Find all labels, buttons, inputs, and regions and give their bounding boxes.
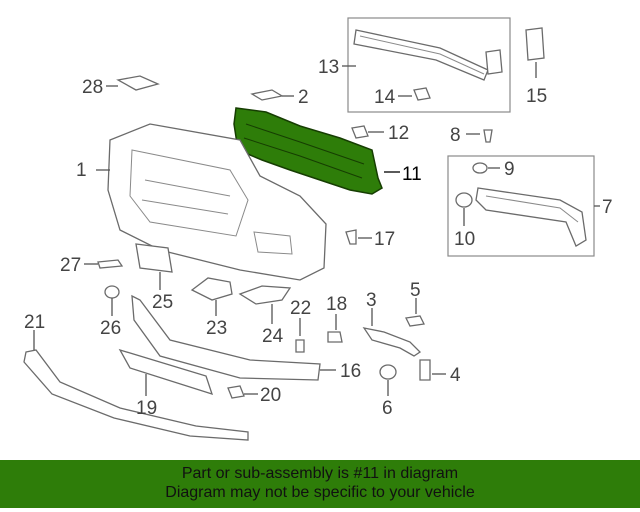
callout-8: 8 — [450, 125, 461, 146]
pin-8-part — [483, 129, 493, 143]
callout-10: 10 — [454, 229, 475, 250]
callout-24: 24 — [262, 326, 284, 347]
energy-absorber-11-highlighted — [233, 107, 400, 195]
bolt-14-part — [413, 87, 431, 101]
callout-16: 16 — [340, 361, 361, 382]
clip-15-part — [525, 27, 545, 61]
fog-bezel-24-part — [238, 285, 292, 305]
callout-3: 3 — [366, 290, 377, 311]
callout-9: 9 — [504, 159, 515, 180]
callout-13: 13 — [318, 57, 339, 78]
push-pin-17-part — [345, 229, 357, 245]
callout-20: 20 — [260, 385, 281, 406]
callout-28: 28 — [82, 77, 103, 98]
callout-21: 21 — [24, 312, 45, 333]
clip-26-part — [104, 285, 120, 299]
lower-deflector-16-part — [131, 294, 321, 381]
part-notice-banner: Part or sub-assembly is #11 in diagram D… — [0, 460, 640, 508]
clip-22-part — [295, 339, 305, 353]
banner-line-part-number: Part or sub-assembly is #11 in diagram — [181, 465, 459, 482]
emblem-28-part — [116, 75, 160, 91]
nut-10-part — [455, 192, 473, 208]
screw-27-part — [97, 259, 124, 269]
lower-molding-21-part — [23, 349, 249, 441]
callout-12: 12 — [388, 123, 409, 144]
callout-25: 25 — [152, 292, 173, 313]
grille-19-part — [118, 348, 214, 396]
exploded-parts-diagram: 1 2 3 4 5 6 7 8 9 10 11 12 13 14 15 16 1… — [23, 17, 613, 441]
lower-bracket-group — [447, 155, 600, 257]
bumper-fascia-group — [96, 123, 327, 281]
callout-5: 5 — [410, 280, 421, 301]
license-bracket-25-part — [135, 243, 173, 273]
callout-27: 27 — [60, 255, 81, 276]
bolt-4-part — [419, 359, 431, 381]
callout-2: 2 — [298, 87, 309, 108]
clip-18-part — [327, 331, 343, 343]
clip-20-part — [227, 385, 245, 399]
upper-reinforcement-group — [342, 17, 545, 113]
group-box-13 — [347, 17, 511, 113]
lower-bracket-part — [475, 187, 587, 247]
bracket-part — [485, 49, 503, 75]
upper-reinforcement-bar — [353, 29, 489, 81]
callout-11-highlighted: 11 — [402, 164, 422, 185]
fog-bezel-23-part — [190, 277, 233, 301]
badge-2-part — [250, 89, 284, 101]
callout-23: 23 — [206, 318, 227, 339]
bumper-fascia-part — [107, 123, 327, 281]
callout-6: 6 — [382, 398, 393, 419]
nut-6-part — [379, 364, 397, 380]
retainer-5-part — [405, 315, 425, 327]
callout-17: 17 — [374, 229, 395, 250]
bracket-3-part — [362, 327, 422, 357]
callout-7: 7 — [602, 197, 613, 218]
callout-22: 22 — [290, 298, 311, 319]
callout-1: 1 — [76, 160, 87, 181]
callout-4: 4 — [450, 365, 461, 386]
nut-9-part — [472, 162, 488, 174]
callout-18: 18 — [326, 294, 347, 315]
banner-line-disclaimer: Diagram may not be specific to your vehi… — [165, 484, 475, 501]
bolt-12-part — [351, 125, 369, 139]
callout-labels: 1 2 3 4 5 6 7 8 9 10 11 12 13 14 15 16 1… — [24, 57, 613, 419]
callout-15: 15 — [526, 86, 547, 107]
callout-19: 19 — [136, 398, 157, 419]
callout-14: 14 — [374, 87, 396, 108]
callout-26: 26 — [100, 318, 121, 339]
